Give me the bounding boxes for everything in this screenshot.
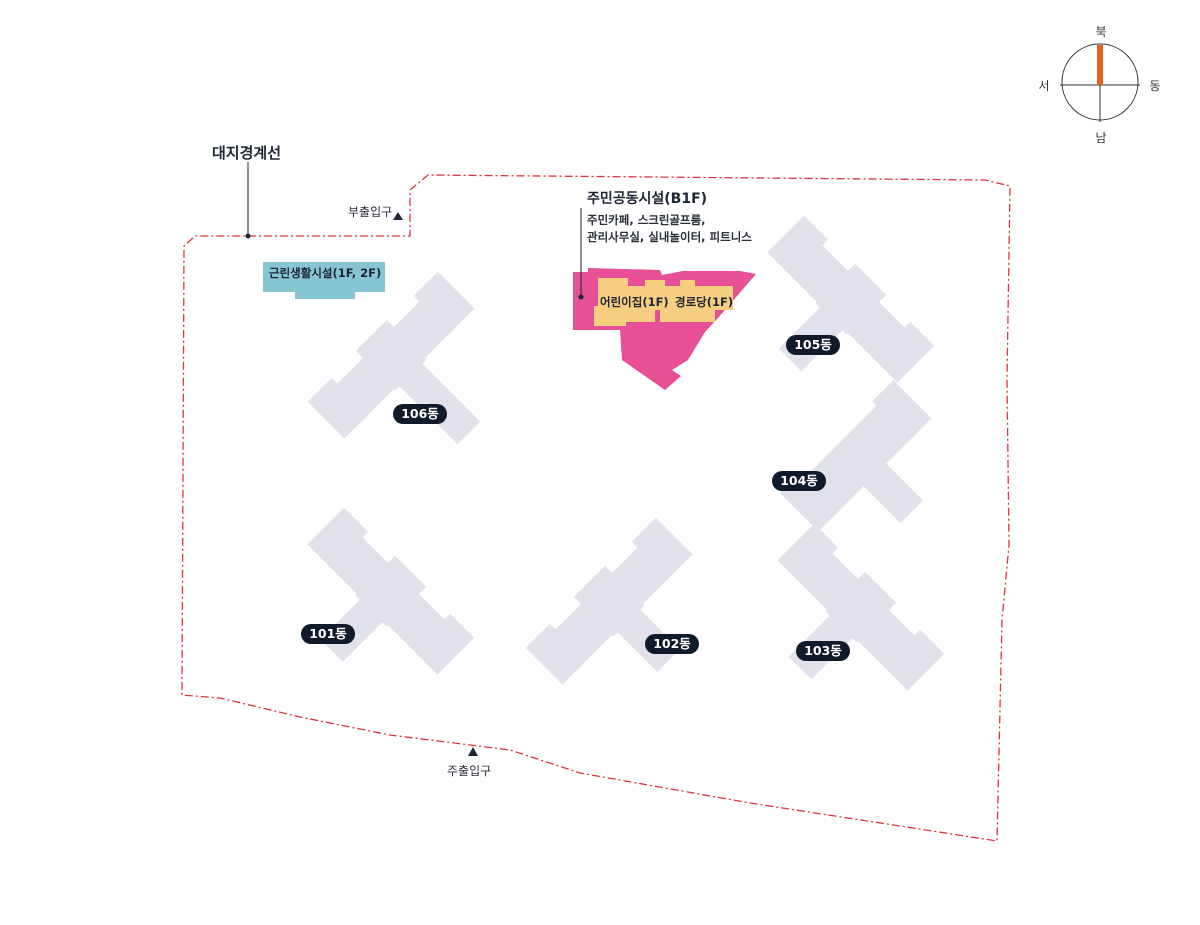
building-label-102: 102동 <box>645 634 699 654</box>
compass <box>1060 43 1140 122</box>
neighborhood-facility <box>263 262 385 299</box>
daycare-label: 어린이집(1F) <box>600 295 669 309</box>
building-103 <box>777 523 945 691</box>
building-101 <box>307 507 475 675</box>
compass-south-label: 남 <box>1095 131 1107 145</box>
building-label-106: 106동 <box>393 404 447 424</box>
senior-center-label: 경로당(1F) <box>675 295 734 309</box>
compass-east-label: 동 <box>1149 79 1161 93</box>
building-label-105: 105동 <box>786 335 840 355</box>
sub-entrance-label: 부출입구 <box>348 205 393 219</box>
building-label-103: 103동 <box>796 641 850 661</box>
boundary-leader-dot <box>245 233 251 239</box>
building-106 <box>307 271 481 445</box>
compass-north-needle <box>1097 45 1103 85</box>
site-boundary-line <box>181 174 1011 842</box>
community-leader-dot <box>578 294 584 300</box>
compass-west-label: 서 <box>1038 79 1050 93</box>
boundary-label: 대지경계선 <box>212 144 282 162</box>
neighborhood-facility-label: 근린생활시설(1F, 2F) <box>269 266 382 280</box>
daycare-senior-area <box>594 278 733 326</box>
building-label-101: 101동 <box>301 624 355 644</box>
building-102 <box>525 517 693 685</box>
community-facility-detail-2: 관리사무실, 실내놀이터, 피트니스 <box>587 230 752 244</box>
main-entrance-label: 주출입구 <box>447 764 492 778</box>
community-facility-detail-1: 주민카페, 스크린골프룸, <box>587 213 706 227</box>
building-label-104: 104동 <box>772 471 826 491</box>
main-entrance-marker <box>468 747 478 756</box>
sub-entrance-marker <box>393 212 403 220</box>
compass-north-label: 북 <box>1095 25 1107 39</box>
community-facility-title: 주민공동시설(B1F) <box>587 191 708 207</box>
